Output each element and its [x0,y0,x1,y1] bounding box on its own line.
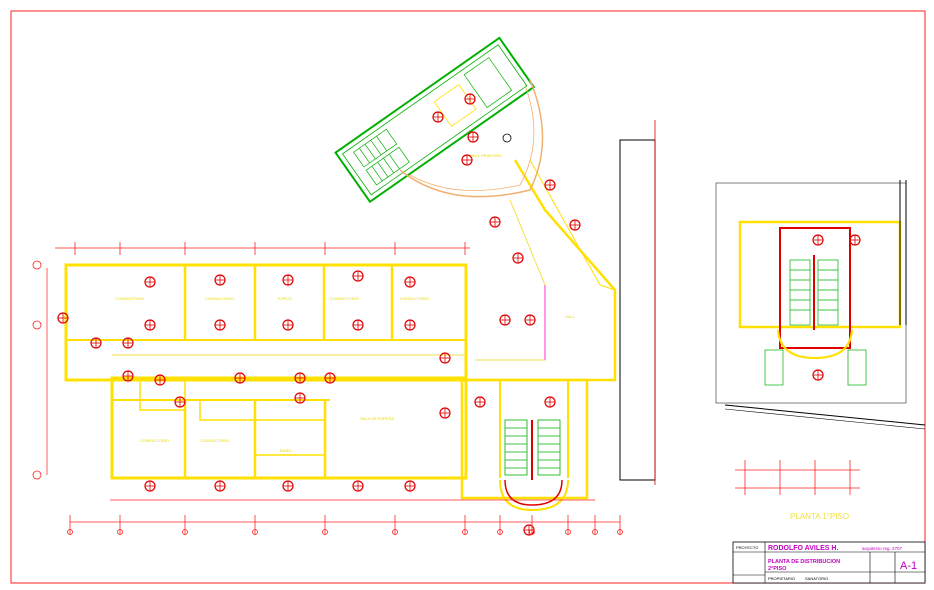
sheet-subtitle: 2°PISO [768,566,787,572]
svg-text:CONSULTORIO: CONSULTORIO [115,296,144,301]
sheet-border [10,10,926,584]
svg-text:CONSULTORIO: CONSULTORIO [205,296,234,301]
building-label: SANATORIO [805,576,828,581]
svg-text:HALL PRINCIPAL: HALL PRINCIPAL [470,153,503,158]
main-floor-plan [64,36,656,512]
sheet-title: PLANTA DE DISTRIBUCION [768,559,840,565]
sheet-number: A-1 [900,560,917,572]
author-name: RODOLFO AVILES H. [768,545,838,552]
svg-text:SALA DE ESPERA: SALA DE ESPERA [360,416,394,421]
svg-text:CONSULTORIO: CONSULTORIO [200,438,229,443]
second-floor-label: PLANTA 1°PISO [790,512,849,521]
author-code: arquitecto reg. 2707 [862,546,903,551]
dimension-lines [46,247,620,523]
svg-text:HALL: HALL [565,314,576,319]
project-label: PROYECTO [736,545,758,550]
svg-text:BAÑO: BAÑO [280,448,291,453]
owner-label: PROPIETARIO [768,576,795,581]
room-labels: CONSULTORIO CONSULTORIO TOPICO CONSULTOR… [115,153,576,453]
svg-text:CONSULTORIO: CONSULTORIO [400,296,429,301]
second-floor-plan: PLANTA 1°PISO [715,180,926,521]
svg-text:TOPICO: TOPICO [277,296,292,301]
svg-text:CONSULTORIO: CONSULTORIO [330,296,359,301]
svg-text:CONSULTORIO: CONSULTORIO [140,438,169,443]
light-fixtures [57,93,861,536]
title-block: RODOLFO AVILES H. arquitecto reg. 2707 P… [732,541,926,584]
